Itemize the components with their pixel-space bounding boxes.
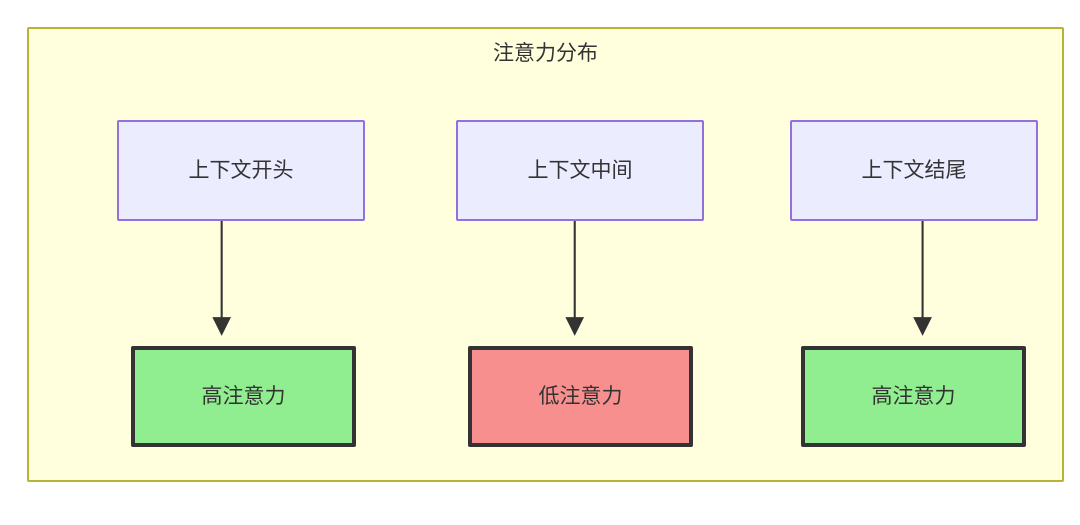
subgraph-attention-distribution: 注意力分布 上下文开头 上下文中间 上下文结尾 高注意力 [27,27,1064,482]
node-context-middle[interactable]: 上下文中间 [456,120,704,221]
diagram-canvas: 注意力分布 上下文开头 上下文中间 上下文结尾 高注意力 [27,27,1064,482]
node-attention-high-start[interactable]: 高注意力 [131,346,356,447]
node-context-end[interactable]: 上下文结尾 [790,120,1038,221]
node-attention-low-middle-label: 低注意力 [538,384,623,408]
node-attention-high-end-label: 高注意力 [871,384,956,408]
node-context-start[interactable]: 上下文开头 [117,120,365,221]
node-context-end-label: 上下文结尾 [861,158,967,182]
node-context-middle-label: 上下文中间 [527,158,633,182]
node-context-start-label: 上下文开头 [188,158,294,182]
arrow-layer [212,212,932,336]
subgraph-title: 注意力分布 [493,42,598,65]
node-attention-high-start-label: 高注意力 [201,384,286,408]
node-attention-high-end[interactable]: 高注意力 [801,346,1026,447]
node-attention-low-middle[interactable]: 低注意力 [468,346,693,447]
